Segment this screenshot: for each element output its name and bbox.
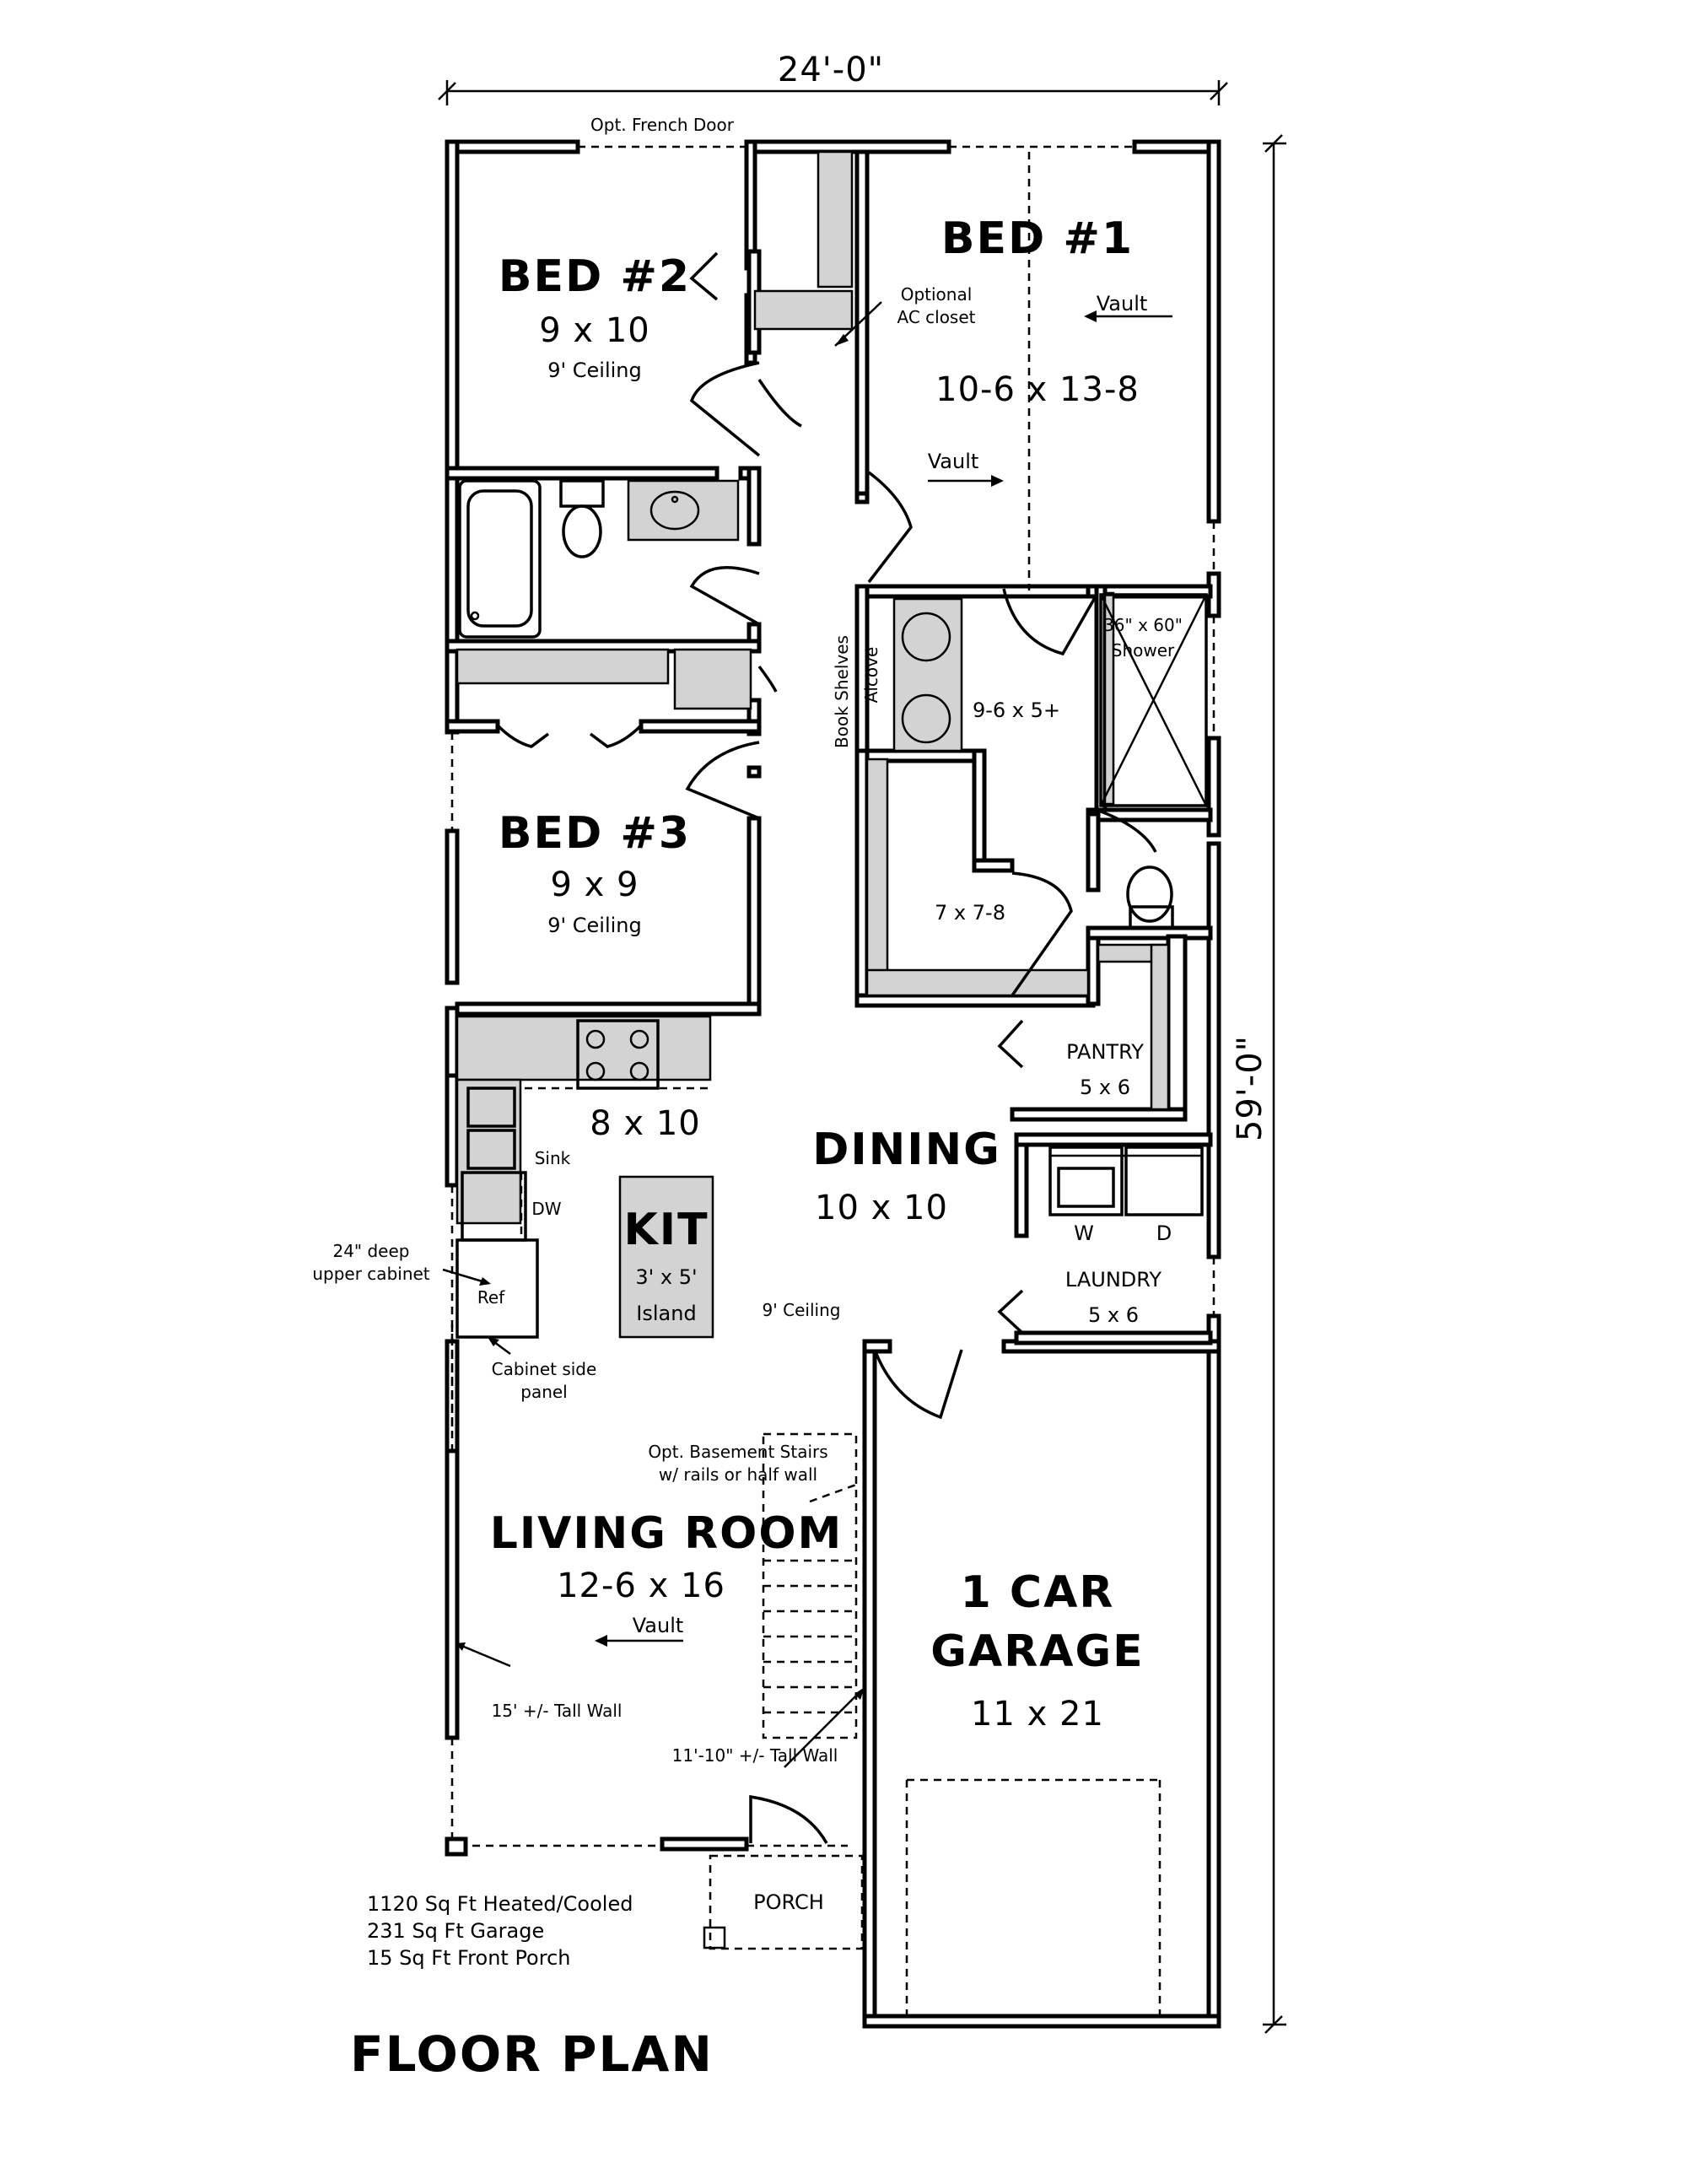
built-ins bbox=[455, 150, 1170, 1111]
plan-title: FLOOR PLAN bbox=[350, 2025, 714, 2083]
island-name: KIT bbox=[623, 1205, 709, 1255]
living-name: LIVING ROOM bbox=[490, 1508, 844, 1559]
porch-name: PORCH bbox=[753, 1890, 824, 1914]
dining-size: 10 x 10 bbox=[815, 1189, 948, 1227]
closet-size: 7 x 7-8 bbox=[935, 901, 1005, 925]
tall-wall-15-note: 15' +/- Tall Wall bbox=[492, 1701, 623, 1721]
kitchen-fixtures bbox=[455, 1015, 714, 1339]
basement-stairs-note-line1: Opt. Basement Stairs bbox=[648, 1442, 827, 1462]
depth-dimension: 59'-0" bbox=[1231, 134, 1286, 2034]
garage-size: 11 x 21 bbox=[971, 1695, 1104, 1734]
bed1-size: 10-6 x 13-8 bbox=[935, 370, 1140, 409]
width-dimension-label: 24'-0" bbox=[778, 51, 884, 89]
living-size: 12-6 x 16 bbox=[557, 1567, 725, 1605]
dining-ceiling: 9' Ceiling bbox=[763, 1300, 841, 1320]
french-door-note: Opt. French Door bbox=[590, 115, 735, 135]
basement-stairs-note-line2: w/ rails or half wall bbox=[659, 1464, 817, 1485]
porch-outline bbox=[703, 1854, 864, 1950]
pantry-size: 5 x 6 bbox=[1080, 1076, 1130, 1099]
garage-name-line2: GARAGE bbox=[930, 1626, 1144, 1677]
area-porch: 15 Sq Ft Front Porch bbox=[367, 1946, 571, 1970]
bed3-name: BED #3 bbox=[499, 808, 691, 859]
bed2-size: 9 x 10 bbox=[539, 311, 649, 350]
shower-size: 36" x 60" bbox=[1103, 615, 1183, 635]
upper-cabinet-note-line2: upper cabinet bbox=[312, 1264, 429, 1284]
fridge-label: Ref bbox=[477, 1287, 505, 1308]
interior-walls bbox=[445, 139, 1213, 1345]
shower-label: Shower bbox=[1112, 640, 1175, 661]
bed3-size: 9 x 9 bbox=[551, 866, 639, 904]
cabinet-panel-note-line2: panel bbox=[520, 1382, 568, 1402]
kitchen-size: 8 x 10 bbox=[590, 1104, 700, 1143]
room-labels: BED #2 9 x 10 9' Ceiling BED #1 10-6 x 1… bbox=[477, 213, 1183, 1914]
laundry-fixtures bbox=[1048, 1146, 1204, 1216]
bed2-ceiling: 9' Ceiling bbox=[547, 359, 641, 382]
sink-label: Sink bbox=[535, 1148, 571, 1168]
laundry-size: 5 x 6 bbox=[1088, 1303, 1139, 1327]
garage-name-line1: 1 CAR bbox=[961, 1567, 1115, 1618]
width-dimension: 24'-0" bbox=[438, 51, 1228, 105]
tall-wall-11-note: 11'-10" +/- Tall Wall bbox=[672, 1745, 838, 1766]
bed2-name: BED #2 bbox=[499, 251, 691, 302]
area-garage: 231 Sq Ft Garage bbox=[367, 1919, 544, 1943]
upper-cabinet-note-line1: 24" deep bbox=[332, 1241, 409, 1261]
bed1-name: BED #1 bbox=[941, 213, 1134, 264]
bed1-vault-bottom: Vault bbox=[928, 450, 979, 473]
dining-name: DINING bbox=[812, 1124, 1001, 1175]
area-heated: 1120 Sq Ft Heated/Cooled bbox=[367, 1892, 633, 1916]
annotation-lines bbox=[442, 152, 1172, 1768]
bed1-vault-top: Vault bbox=[1097, 292, 1148, 315]
washer-label: W bbox=[1074, 1221, 1094, 1245]
notes: Opt. French Door Optional AC closet Book… bbox=[312, 115, 975, 1766]
depth-dimension-label: 59'-0" bbox=[1231, 1035, 1269, 1141]
dryer-label: D bbox=[1156, 1221, 1172, 1245]
hall-bath bbox=[458, 479, 740, 639]
doors bbox=[496, 251, 1157, 1844]
cabinet-panel-note-line1: Cabinet side bbox=[492, 1359, 597, 1379]
living-vault: Vault bbox=[633, 1614, 684, 1637]
ac-closet-note-line1: Optional bbox=[901, 284, 973, 305]
master-bath-size: 9-6 x 5+ bbox=[973, 698, 1060, 722]
book-shelves-note: Book Shelves bbox=[832, 635, 852, 748]
basement-stairs bbox=[762, 1432, 858, 1739]
ac-closet-note-line2: AC closet bbox=[897, 307, 975, 327]
laundry-name: LAUNDRY bbox=[1065, 1268, 1161, 1292]
exterior-walls bbox=[445, 139, 1221, 2029]
master-bath bbox=[892, 593, 1208, 930]
bed3-ceiling: 9' Ceiling bbox=[547, 914, 641, 937]
area-summary: 1120 Sq Ft Heated/Cooled 231 Sq Ft Garag… bbox=[367, 1892, 633, 1970]
pantry-name: PANTRY bbox=[1066, 1040, 1144, 1064]
dishwasher-label: DW bbox=[531, 1199, 561, 1219]
island-label: Island bbox=[636, 1302, 696, 1325]
island-size: 3' x 5' bbox=[635, 1265, 697, 1289]
alcove-note: Alcove bbox=[861, 647, 881, 704]
